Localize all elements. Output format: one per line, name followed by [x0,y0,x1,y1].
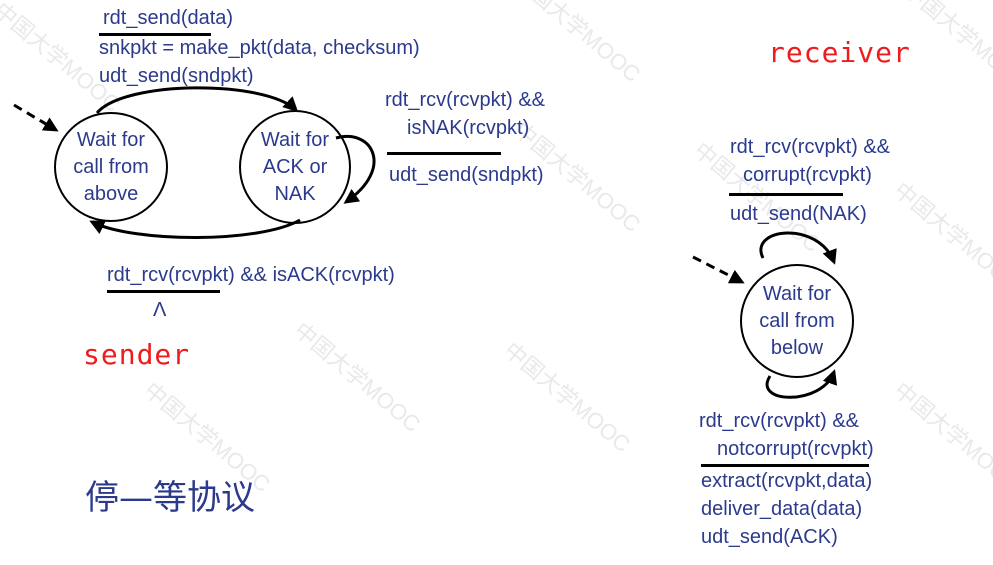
sender-send-transition-arrow [95,86,299,115]
sender-nak-self-loop [335,135,376,204]
state-wait-ack-nak: Wait for ACK or NAK [239,110,351,224]
transition-separator [99,33,211,36]
transition-separator [107,290,220,293]
receiver-ok-action: deliver_data(data) [701,498,863,520]
transition-separator [701,464,869,467]
receiver-corrupt-event: corrupt(rcvpkt) [743,164,872,186]
sender-initial-arrow [13,103,59,132]
state-wait-call-above: Wait for call from above [54,112,168,222]
sender-ack-event: rdt_rcv(rcvpkt) && isACK(rcvpkt) [107,264,395,286]
transition-separator [387,152,501,155]
receiver-corrupt-event: rdt_rcv(rcvpkt) && [730,136,891,158]
receiver-corrupt-action: udt_send(NAK) [730,203,867,225]
receiver-label: receiver [768,36,911,69]
sender-nak-event: isNAK(rcvpkt) [407,117,530,139]
receiver-corrupt-self-loop [759,231,837,265]
sender-ack-action-lambda: Λ [153,299,167,321]
state-wait-call-below: Wait for call from below [740,264,854,378]
receiver-ok-event: rdt_rcv(rcvpkt) && [699,410,860,432]
sender-send-action: snkpkt = make_pkt(data, checksum) [99,37,420,59]
receiver-ok-action: udt_send(ACK) [701,526,838,548]
page-title: 停—等协议 [85,478,255,518]
receiver-ok-event: notcorrupt(rcvpkt) [717,438,874,460]
sender-ack-transition-arrow [89,218,301,239]
transition-separator [729,193,843,196]
sender-label: sender [83,338,191,371]
receiver-notcorrupt-self-loop [765,369,838,399]
receiver-ok-action: extract(rcvpkt,data) [701,470,873,492]
sender-send-event: rdt_send(data) [103,7,234,29]
receiver-initial-arrow [692,255,745,284]
sender-send-action: udt_send(sndpkt) [99,65,254,87]
sender-nak-event: rdt_rcv(rcvpkt) && [385,89,546,111]
sender-nak-action: udt_send(sndpkt) [389,164,544,186]
